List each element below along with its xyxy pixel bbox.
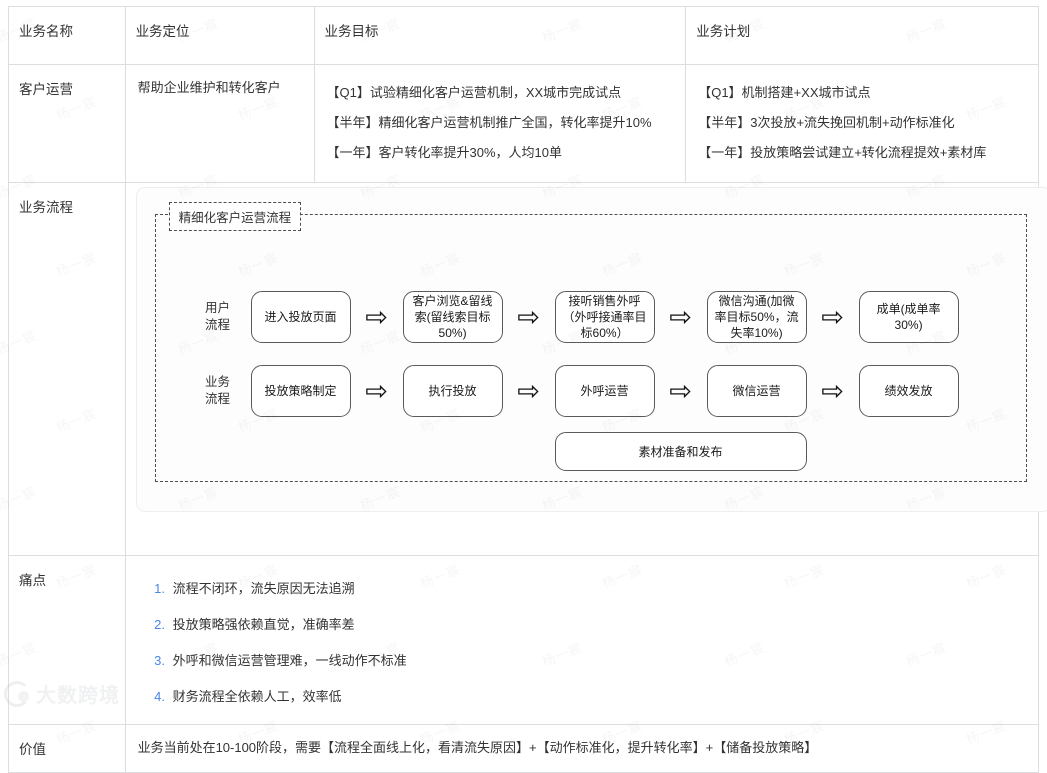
swimlane-label-line1: 用户 [205, 301, 231, 315]
support-flow-node[interactable]: 素材准备和发布 [554, 432, 807, 471]
header-cell-plans: 业务计划 [685, 6, 1039, 65]
flow-title-badge: 精细化客户运营流程 [168, 202, 302, 231]
flow-arrow-icon: ⇨ [821, 301, 844, 333]
flow-arrow-icon: ⇨ [365, 301, 388, 333]
flow-arrow-icon: ⇨ [669, 301, 692, 333]
cell-business-positioning: 帮助企业维护和转化客户 [124, 64, 315, 183]
table-row-flow: 业务流程 精细化客户运营流程 用户流程业务流程进入投放页面⇨客户浏览&留线索(留… [8, 182, 1047, 556]
pain-point-item: 投放策略强依赖直觉，准确率差 [169, 607, 1037, 643]
flow-dashed-region [154, 214, 1027, 482]
flow-diagram-container: 精细化客户运营流程 用户流程业务流程进入投放页面⇨客户浏览&留线索(留线索目标5… [135, 187, 1047, 512]
business-flow-node[interactable]: 绩效发放 [858, 365, 959, 417]
flow-arrow-icon: ⇨ [669, 375, 692, 407]
business-flow-node[interactable]: 执行投放 [402, 365, 503, 417]
user-flow-node[interactable]: 进入投放页面 [250, 291, 351, 343]
table-row-business: 客户运营 帮助企业维护和转化客户 【Q1】试验精细化客户运营机制，XX城市完成试… [8, 64, 1039, 183]
cell-value-text: 业务当前处在10-100阶段，需要【流程全面线上化，看清流失原因】+【动作标准化… [124, 724, 1040, 773]
swimlane-label-business: 业务流程 [195, 374, 241, 408]
goal-year: 【一年】客户转化率提升30%，人均10单 [326, 145, 562, 160]
table-row-pain: 痛点 流程不闭环，流失原因无法追溯投放策略强依赖直觉，准确率差外呼和微信运营管理… [8, 555, 1040, 725]
header-cell-name: 业务名称 [8, 6, 126, 65]
user-flow-node[interactable]: 成单(成单率30%) [858, 291, 959, 343]
goal-half: 【半年】精细化客户运营机制推广全国，转化率提升10% [326, 115, 652, 130]
pain-point-item: 外呼和微信运营管理难，一线动作不标准 [169, 643, 1037, 679]
user-flow-node[interactable]: 客户浏览&留线索(留线索目标50%) [402, 291, 503, 343]
cell-value-label: 价值 [8, 724, 126, 773]
cell-business-name: 客户运营 [8, 64, 126, 183]
business-flow-node[interactable]: 投放策略制定 [250, 365, 351, 417]
header-cell-positioning: 业务定位 [124, 6, 315, 65]
header-cell-goals: 业务目标 [313, 6, 687, 65]
business-flow-node[interactable]: 微信运营 [706, 365, 807, 417]
swimlane-label-line2: 流程 [205, 318, 231, 332]
user-flow-node[interactable]: 微信沟通(加微率目标50%，流失率10%) [706, 291, 807, 343]
cell-business-goals: 【Q1】试验精细化客户运营机制，XX城市完成试点 【半年】精细化客户运营机制推广… [313, 64, 687, 183]
cell-pain-points: 流程不闭环，流失原因无法追溯投放策略强依赖直觉，准确率差外呼和微信运营管理难，一… [124, 555, 1040, 725]
plan-year: 【一年】投放策略尝试建立+转化流程提效+素材库 [698, 145, 987, 160]
cell-flow-diagram: 精细化客户运营流程 用户流程业务流程进入投放页面⇨客户浏览&留线索(留线索目标5… [124, 182, 1047, 556]
swimlane-label-line1: 业务 [205, 375, 231, 389]
swimlane-label-user: 用户流程 [195, 300, 241, 334]
flow-arrow-icon: ⇨ [517, 301, 540, 333]
pain-point-list: 流程不闭环，流失原因无法追溯投放策略强依赖直觉，准确率差外呼和微信运营管理难，一… [127, 557, 1037, 723]
pain-point-item: 财务流程全依赖人工，效率低 [169, 679, 1037, 715]
user-flow-node[interactable]: 接听销售外呼（外呼接通率目标60%） [554, 291, 655, 343]
plan-q1: 【Q1】机制搭建+XX城市试点 [698, 85, 871, 100]
cell-flow-label: 业务流程 [8, 182, 126, 556]
cell-business-plans: 【Q1】机制搭建+XX城市试点 【半年】3次投放+流失挽回机制+动作标准化 【一… [685, 64, 1039, 183]
pain-point-item: 流程不闭环，流失原因无法追溯 [169, 571, 1037, 607]
flow-arrow-icon: ⇨ [365, 375, 388, 407]
table-row-value: 价值 业务当前处在10-100阶段，需要【流程全面线上化，看清流失原因】+【动作… [8, 724, 1040, 773]
goal-q1: 【Q1】试验精细化客户运营机制，XX城市完成试点 [326, 85, 622, 100]
swimlane-label-line2: 流程 [205, 392, 231, 406]
plan-half: 【半年】3次投放+流失挽回机制+动作标准化 [698, 115, 955, 130]
flow-arrow-icon: ⇨ [821, 375, 844, 407]
table-header-row: 业务名称 业务定位 业务目标 业务计划 [8, 6, 1039, 65]
flow-arrow-icon: ⇨ [517, 375, 540, 407]
business-canvas-table: 业务名称 业务定位 业务目标 业务计划 客户运营 帮助企业维护和转化客户 【Q1… [8, 6, 1047, 773]
business-flow-node[interactable]: 外呼运营 [554, 365, 655, 417]
cell-pain-label: 痛点 [8, 555, 126, 725]
